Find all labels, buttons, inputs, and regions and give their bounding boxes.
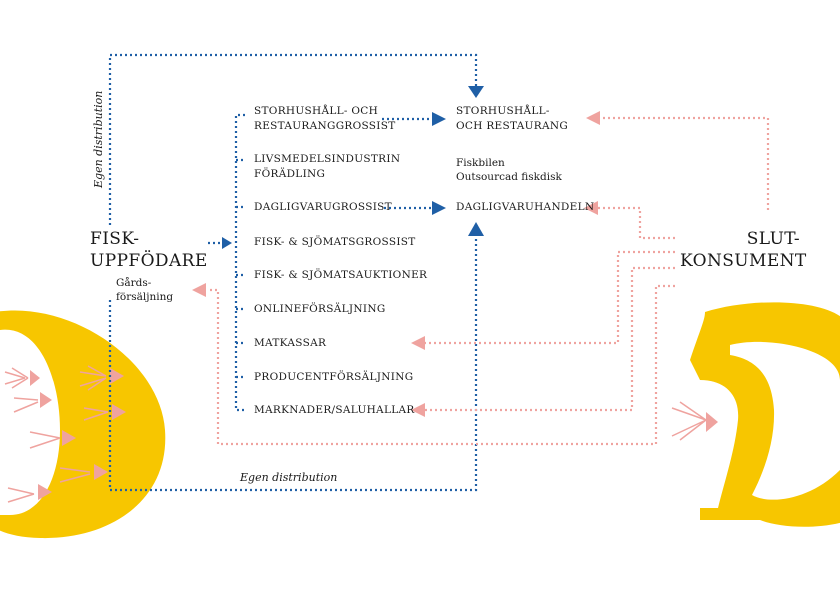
channel-line: ONLINEFÖRSÄLJNING (254, 303, 386, 315)
farm-sale-label: Gårds- försäljning (116, 276, 173, 304)
own-distribution-vertical-label: Egen distribution (92, 90, 105, 188)
left-yellow-letter-shape (0, 310, 166, 539)
channel-line: MARKNADER/SALUHALLAR (254, 404, 415, 416)
channel-line: MATKASSAR (254, 337, 327, 349)
pink-arrowheads (192, 111, 600, 417)
pink-connectors (210, 116, 770, 446)
end-consumer-line1: SLUT- (746, 229, 800, 249)
destination-line: STORHUSHÅLL- (456, 105, 550, 117)
channel-line: STORHUSHÅLL- OCH (254, 105, 379, 117)
end-consumer-label: SLUT- KONSUMENT (680, 228, 807, 272)
channel-line: FISK- & SJÖMATSGROSSIST (254, 236, 416, 248)
fish-farmer-label: FISK- UPPFÖDARE (90, 228, 208, 272)
destination-grocery-retail: DAGLIGVARUHANDELN (456, 201, 595, 213)
pink-filled-chevron-tips (30, 368, 718, 500)
farm-sale-line2: försäljning (116, 291, 174, 303)
channel-restaurant-wholesaler: STORHUSHÅLL- OCH RESTAURANGGROSSIST (254, 104, 396, 134)
fish-farmer-line2: UPPFÖDARE (90, 251, 208, 271)
channel-grocery-wholesaler: DAGLIGVARUGROSSIST (254, 200, 392, 215)
channel-line: RESTAURANGGROSSIST (254, 120, 396, 132)
channel-online-sales: ONLINEFÖRSÄLJNING (254, 302, 386, 317)
destination-line: OCH RESTAURANG (456, 120, 569, 132)
channel-line: FISK- & SJÖMATSAUKTIONER (254, 269, 428, 281)
own-distribution-bottom-label: Egen distribution (240, 471, 338, 484)
channel-line: LIVSMEDELSINDUSTRIN (254, 153, 401, 165)
destination-restaurants: STORHUSHÅLL- OCH RESTAURANG (456, 104, 568, 134)
channel-seafood-auctions: FISK- & SJÖMATSAUKTIONER (254, 268, 427, 283)
fish-farmer-line1: FISK- (90, 229, 140, 249)
blue-connectors (108, 53, 478, 492)
channel-producer-sales: PRODUCENTFÖRSÄLJNING (254, 370, 413, 385)
blue-arrowheads (222, 86, 484, 249)
channel-seafood-wholesaler: FISK- & SJÖMATSGROSSIST (254, 235, 416, 250)
pink-chevron-markers-right (671, 401, 707, 441)
destination-fishcar: Fiskbilen (456, 157, 505, 169)
channel-meal-kits: MATKASSAR (254, 336, 326, 351)
channel-line: DAGLIGVARUGROSSIST (254, 201, 392, 213)
right-yellow-letter-shape (690, 302, 840, 527)
farm-sale-line1: Gårds- (116, 277, 152, 289)
channel-line: PRODUCENTFÖRSÄLJNING (254, 371, 414, 383)
pink-chevron-markers-left (4, 365, 109, 503)
channel-food-industry: LIVSMEDELSINDUSTRIN FÖRÄDLING (254, 152, 400, 182)
end-consumer-line2: KONSUMENT (680, 251, 807, 271)
channel-line: FÖRÄDLING (254, 168, 326, 180)
channel-markets: MARKNADER/SALUHALLAR (254, 403, 415, 418)
destination-outsourced-fish-counter: Outsourcad fiskdisk (456, 171, 562, 183)
